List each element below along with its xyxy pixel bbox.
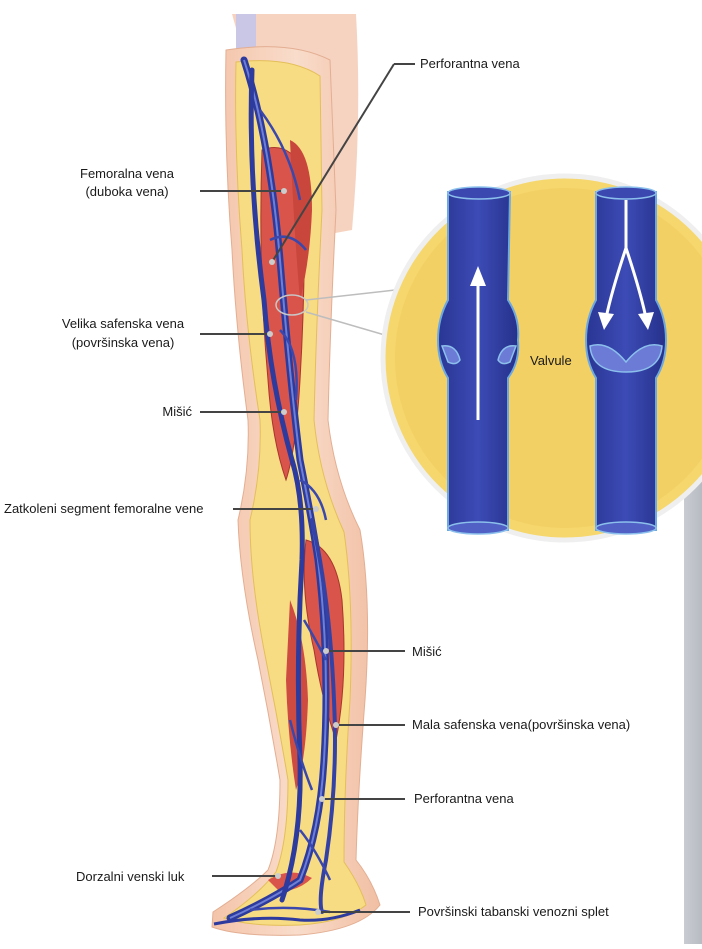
label-valvule: Valvule bbox=[530, 352, 572, 369]
label-velika-1: Velika safenska vena bbox=[48, 315, 198, 332]
label-mala: Mala safenska vena(površinska vena) bbox=[412, 716, 630, 733]
label-misic-right: Mišić bbox=[412, 643, 442, 660]
label-zatkoleni: Zatkoleni segment femoralne vene bbox=[4, 500, 203, 517]
label-povrsinski: Površinski tabanski venozni splet bbox=[418, 903, 609, 920]
label-femoralna-1: Femoralna vena bbox=[62, 165, 192, 182]
label-misic-left: Mišić bbox=[100, 403, 192, 420]
label-dorzalni: Dorzalni venski luk bbox=[76, 868, 184, 885]
label-femoralna-2: (duboka vena) bbox=[62, 183, 192, 200]
label-perforantna-bottom: Perforantna vena bbox=[414, 790, 514, 807]
label-perforantna-top: Perforantna vena bbox=[420, 55, 520, 72]
top-vessel-stub bbox=[236, 14, 256, 52]
label-velika-2: (površinska vena) bbox=[48, 334, 198, 351]
